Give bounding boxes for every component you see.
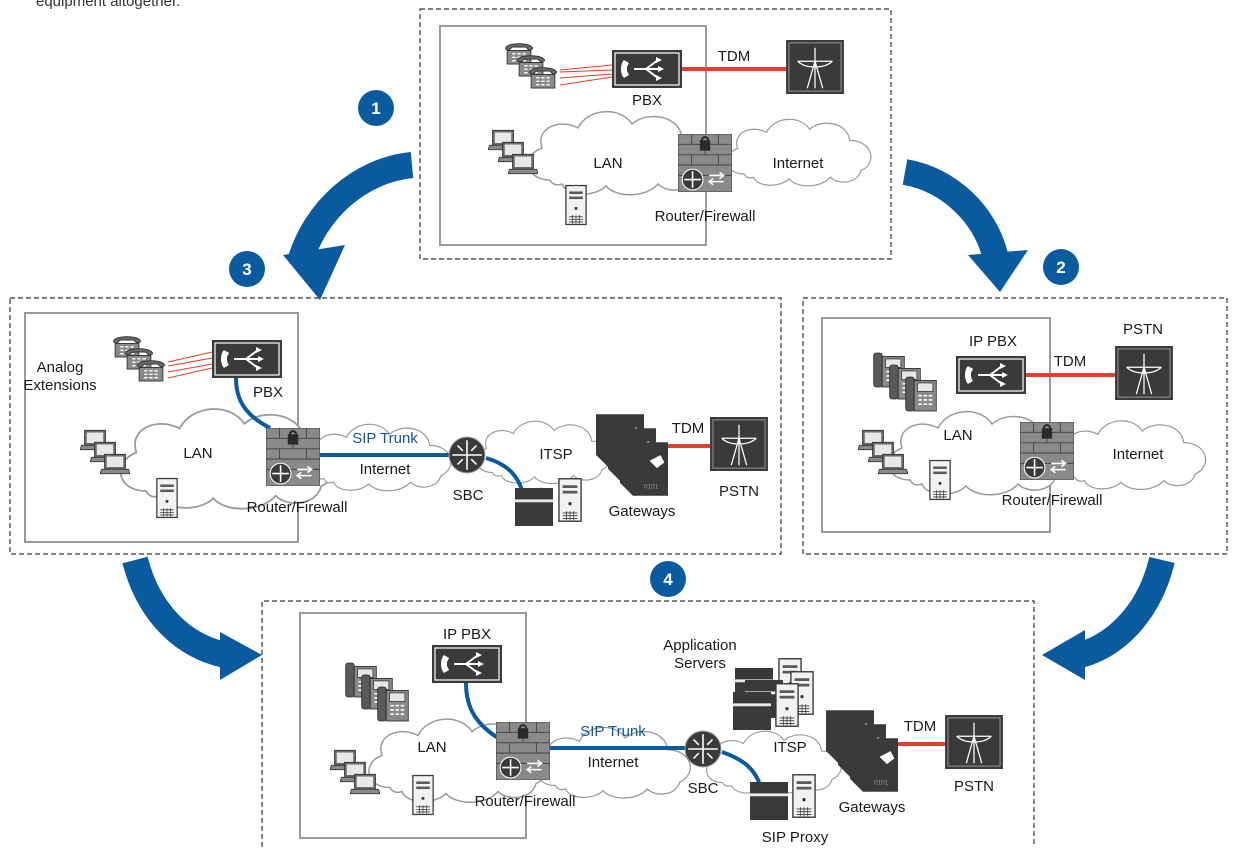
- panel-1: PBX TDM LAN Internet Router/Firewall: [419, 8, 892, 260]
- laptop-icon: [100, 453, 130, 475]
- panel-4: IP PBX LAN SIP Trunk Internet Router/Fir…: [261, 600, 1035, 847]
- laptop-icon: [878, 453, 908, 475]
- block-server-icon: [515, 488, 553, 526]
- laptop-icon: [508, 153, 538, 175]
- sbc-label: SBC: [688, 780, 719, 797]
- arrow-1-to-3: [287, 152, 414, 267]
- svg-text:4: 4: [663, 570, 673, 589]
- internet-label: Internet: [360, 461, 412, 478]
- internet-cloud: [726, 118, 872, 187]
- arrow-2-to-4: [1076, 556, 1175, 668]
- firewall-icon: [266, 428, 320, 486]
- server-icon: [412, 774, 434, 816]
- panel-3: Analog Extensions PBX LAN SIP Trunk Inte…: [9, 297, 782, 555]
- internet-label: Internet: [588, 754, 640, 771]
- pstn-tower-icon: [786, 40, 844, 94]
- pbx-label: PBX: [253, 384, 283, 401]
- gateway-icon: [850, 738, 898, 792]
- gateways-label: Gateways: [839, 799, 906, 816]
- pstn-tower-icon: [1115, 346, 1173, 400]
- pstn-tower-icon: [945, 715, 1003, 769]
- pbx-icon: [212, 340, 282, 378]
- laptop-icon: [350, 773, 380, 795]
- block-server-icon: [733, 692, 771, 730]
- ip-phone-icon: [376, 686, 410, 722]
- panel-2: IP PBX TDM PSTN LAN Internet Router/Fire…: [802, 297, 1228, 555]
- extensions-label: Extensions: [23, 377, 96, 394]
- firewall-icon: [1020, 422, 1074, 480]
- arrow-1-to-2: [902, 159, 1008, 259]
- ip-pbx-label: IP PBX: [443, 626, 491, 643]
- firewall-icon: [678, 134, 732, 192]
- tdm-label: TDM: [904, 718, 937, 735]
- step-badge-1: 1: [358, 90, 394, 126]
- app-servers-label-2: Servers: [674, 655, 726, 672]
- intro-text: equipment altogether.: [36, 0, 181, 10]
- internet-label: Internet: [773, 155, 825, 172]
- step-badge-2: 2: [1043, 249, 1079, 285]
- svg-text:2: 2: [1056, 258, 1065, 277]
- pstn-label: PSTN: [719, 483, 759, 500]
- phone-icon: [528, 66, 558, 89]
- pstn-tower-icon: [710, 417, 768, 471]
- server-icon: [156, 477, 178, 519]
- router-label: Router/Firewall: [655, 208, 756, 225]
- phone-icon: [136, 359, 166, 382]
- analog-label: Analog: [37, 359, 84, 376]
- arrowhead-3: [283, 245, 345, 300]
- flow-arrows: [122, 152, 1175, 680]
- internet-label: Internet: [1113, 446, 1165, 463]
- sip-trunk-label: SIP Trunk: [352, 430, 418, 447]
- arrowhead-4-right: [1042, 630, 1085, 680]
- firewall-icon: [496, 722, 550, 780]
- pbx-label: PBX: [632, 92, 662, 109]
- lan-label: LAN: [183, 445, 212, 462]
- app-servers-label: Application: [663, 637, 736, 654]
- gateways-label: Gateways: [609, 503, 676, 520]
- step-badge-3: 3: [229, 251, 265, 287]
- svg-text:1: 1: [371, 99, 380, 118]
- lan-label: LAN: [943, 427, 972, 444]
- server-icon: [792, 773, 816, 819]
- sbc-icon: [684, 730, 722, 768]
- router-label: Router/Firewall: [475, 793, 576, 810]
- ip-pbx-icon: [956, 356, 1026, 394]
- tdm-label: TDM: [718, 48, 751, 65]
- router-label: Router/Firewall: [1002, 492, 1103, 509]
- lan-label: LAN: [593, 155, 622, 172]
- pstn-label: PSTN: [1123, 321, 1163, 338]
- lan-label: LAN: [417, 739, 446, 756]
- server-icon: [775, 682, 799, 728]
- step-badge-4: 4: [650, 561, 686, 597]
- ip-pbx-label: IP PBX: [969, 333, 1017, 350]
- arrowhead-2: [968, 250, 1028, 292]
- ip-pbx-icon: [432, 645, 502, 683]
- svg-text:3: 3: [242, 260, 251, 279]
- arrowhead-4-left: [220, 632, 262, 680]
- itsp-label: ITSP: [773, 739, 806, 756]
- server-icon: [565, 184, 587, 226]
- gateway-icon: [620, 442, 668, 496]
- ip-phone-icon: [904, 376, 938, 412]
- sbc-icon: [448, 436, 486, 474]
- tdm-label: TDM: [672, 420, 705, 437]
- block-server-icon: [750, 782, 788, 820]
- pstn-label: PSTN: [954, 778, 994, 795]
- sbc-label: SBC: [453, 487, 484, 504]
- itsp-label: ITSP: [539, 446, 572, 463]
- server-icon: [558, 477, 582, 523]
- tdm-label: TDM: [1054, 353, 1087, 370]
- sip-trunk-label: SIP Trunk: [580, 723, 646, 740]
- pbx-icon: [612, 50, 682, 88]
- server-icon: [929, 459, 951, 501]
- router-label: Router/Firewall: [247, 499, 348, 516]
- sip-proxy-label: SIP Proxy: [762, 829, 829, 846]
- arrow-3-to-4: [122, 556, 229, 668]
